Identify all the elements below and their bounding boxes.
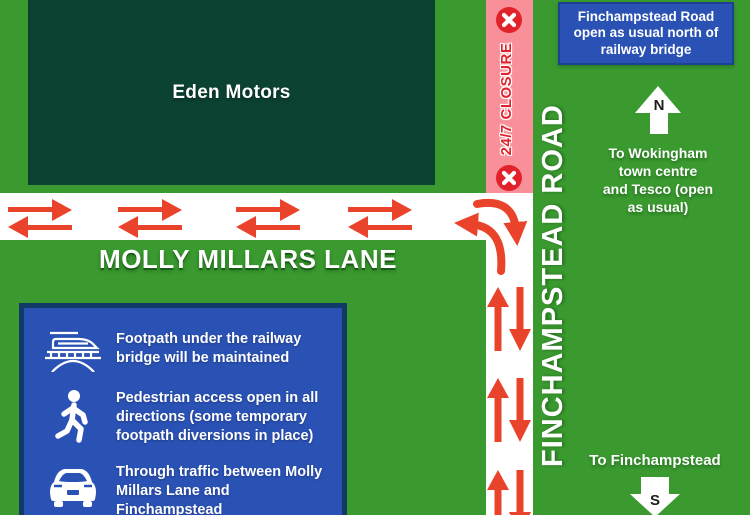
south-arrow-icon: S [630, 477, 680, 515]
railway-bridge-icon [42, 330, 104, 372]
turning-traffic-arrows [454, 198, 528, 275]
info-item-pedestrian: Pedestrian access open in all directions… [42, 389, 330, 446]
info-panel: Footpath under the railway bridge will b… [19, 303, 347, 515]
info-item-text: Footpath under the railway bridge will b… [116, 331, 302, 366]
x-circle-icon [496, 7, 522, 33]
two-way-traffic-arrows [236, 199, 300, 238]
road-finchampstead-south [486, 193, 533, 515]
closure-banner-label: 24/7 CLOSURE [498, 42, 515, 156]
pedestrian-icon [42, 389, 104, 443]
north-arrow-icon: N [635, 86, 681, 134]
car-icon [42, 463, 104, 509]
road-label-finchampstead-road: FINCHAMPSTEAD ROAD [537, 104, 569, 467]
south-letter: S [650, 492, 660, 509]
two-way-traffic-arrows [8, 199, 72, 238]
building-eden-motors: Eden Motors [28, 0, 435, 185]
info-item-text: Pedestrian access open in all directions… [116, 390, 319, 444]
info-item-text: Through traffic between Molly Millars La… [116, 464, 323, 515]
north-letter: N [654, 97, 665, 114]
two-way-traffic-arrows-vertical [487, 470, 531, 515]
building-label: Eden Motors [172, 81, 291, 103]
x-circle-icon [496, 165, 522, 191]
info-item-through-traffic: Through traffic between Molly Millars La… [42, 463, 330, 515]
road-molly-millars-lane [0, 193, 533, 240]
two-way-traffic-arrows-vertical [487, 378, 531, 442]
two-way-traffic-arrows-vertical [487, 287, 531, 351]
two-way-traffic-arrows [348, 199, 412, 238]
road-label-molly-millars-lane: MOLLY MILLARS LANE [99, 244, 397, 274]
north-destination-text: To Wokingham town centre and Tesco (open… [602, 145, 714, 215]
north-notice-box: Finchampstead Road open as usual north o… [558, 2, 734, 65]
two-way-traffic-arrows [118, 199, 182, 238]
south-destination-text: To Finchampstead [589, 452, 721, 469]
north-notice-text: Finchampstead Road open as usual north o… [573, 8, 719, 57]
info-item-footpath: Footpath under the railway bridge will b… [42, 330, 330, 372]
